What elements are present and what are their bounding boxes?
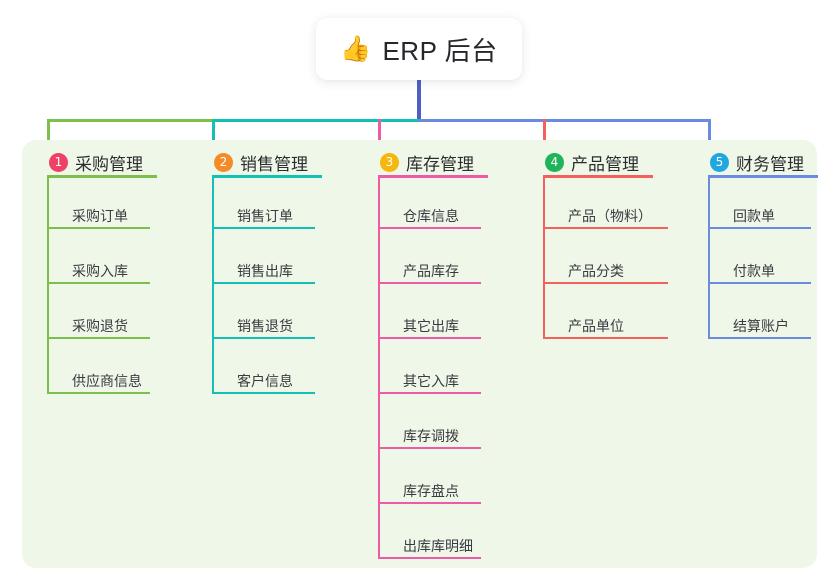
leaf-rule: [378, 447, 481, 449]
leaf-item[interactable]: 客户信息: [237, 373, 293, 389]
root-node-label: ERP 后台: [382, 35, 498, 66]
leaf-rule: [378, 282, 481, 284]
column-badge-3: 3: [380, 153, 399, 172]
column-header-3[interactable]: 3 库存管理: [380, 150, 474, 175]
leaf-rule: [47, 337, 150, 339]
leaf-item[interactable]: 其它入库: [403, 373, 459, 389]
leaf-rule: [378, 557, 481, 559]
column-rule-2: [212, 175, 322, 178]
leaf-rule: [543, 227, 668, 229]
leaf-rule: [212, 337, 315, 339]
column-badge-4: 4: [545, 153, 564, 172]
leaf-rule: [543, 337, 668, 339]
column-spine-2: [212, 178, 214, 393]
column-rule-5: [708, 175, 818, 178]
bus-segment-3: [419, 119, 709, 122]
leaf-item[interactable]: 销售退货: [237, 318, 293, 334]
leaf-item[interactable]: 销售订单: [237, 208, 293, 224]
leaf-item[interactable]: 库存调拨: [403, 428, 459, 444]
column-badge-1: 1: [49, 153, 68, 172]
leaf-item[interactable]: 采购退货: [72, 318, 128, 334]
leaf-item[interactable]: 产品分类: [568, 263, 624, 279]
column-spine-5: [708, 178, 710, 338]
leaf-item[interactable]: 回款单: [733, 208, 775, 224]
leaf-rule: [378, 227, 481, 229]
leaf-rule: [378, 392, 481, 394]
column-title-5: 财务管理: [736, 155, 804, 174]
leaf-item[interactable]: 库存盘点: [403, 483, 459, 499]
leaf-rule: [708, 282, 811, 284]
leaf-item[interactable]: 结算账户: [733, 318, 789, 334]
leaf-rule: [212, 282, 315, 284]
leaf-rule: [543, 282, 668, 284]
leaf-rule: [378, 337, 481, 339]
leaf-rule: [708, 337, 811, 339]
column-spine-4: [543, 178, 545, 338]
column-header-2[interactable]: 2 销售管理: [214, 150, 308, 175]
leaf-item[interactable]: 供应商信息: [72, 373, 142, 389]
root-node-erp-backend[interactable]: 👍 ERP 后台: [316, 18, 522, 80]
trunk-line: [417, 80, 421, 122]
column-header-5[interactable]: 5 财务管理: [710, 150, 804, 175]
leaf-rule: [212, 227, 315, 229]
leaf-item[interactable]: 采购订单: [72, 208, 128, 224]
column-badge-5: 5: [710, 153, 729, 172]
column-header-1[interactable]: 1 采购管理: [49, 150, 143, 175]
leaf-rule: [47, 282, 150, 284]
leaf-rule: [47, 392, 150, 394]
column-title-3: 库存管理: [406, 155, 474, 174]
leaf-item[interactable]: 其它出库: [403, 318, 459, 334]
column-badge-2: 2: [214, 153, 233, 172]
leaf-item[interactable]: 仓库信息: [403, 208, 459, 224]
leaf-item[interactable]: 采购入库: [72, 263, 128, 279]
column-title-4: 产品管理: [571, 155, 639, 174]
bus-segment-2: [212, 119, 419, 122]
leaf-rule: [708, 227, 811, 229]
thumbs-up-icon: 👍: [340, 34, 372, 63]
leaf-item[interactable]: 出库库明细: [403, 538, 473, 554]
leaf-item[interactable]: 产品单位: [568, 318, 624, 334]
bus-segment-1: [47, 119, 212, 122]
column-spine-1: [47, 178, 49, 393]
column-rule-1: [47, 175, 157, 178]
column-rule-4: [543, 175, 653, 178]
column-rule-3: [378, 175, 488, 178]
leaf-rule: [212, 392, 315, 394]
leaf-rule: [378, 502, 481, 504]
column-spine-3: [378, 178, 380, 558]
leaf-item[interactable]: 付款单: [733, 263, 775, 279]
column-title-1: 采购管理: [75, 155, 143, 174]
branches-panel: [22, 140, 817, 568]
leaf-item[interactable]: 销售出库: [237, 263, 293, 279]
leaf-rule: [47, 227, 150, 229]
leaf-item[interactable]: 产品库存: [403, 263, 459, 279]
column-header-4[interactable]: 4 产品管理: [545, 150, 639, 175]
leaf-item[interactable]: 产品（物料）: [568, 208, 652, 224]
column-title-2: 销售管理: [240, 155, 308, 174]
